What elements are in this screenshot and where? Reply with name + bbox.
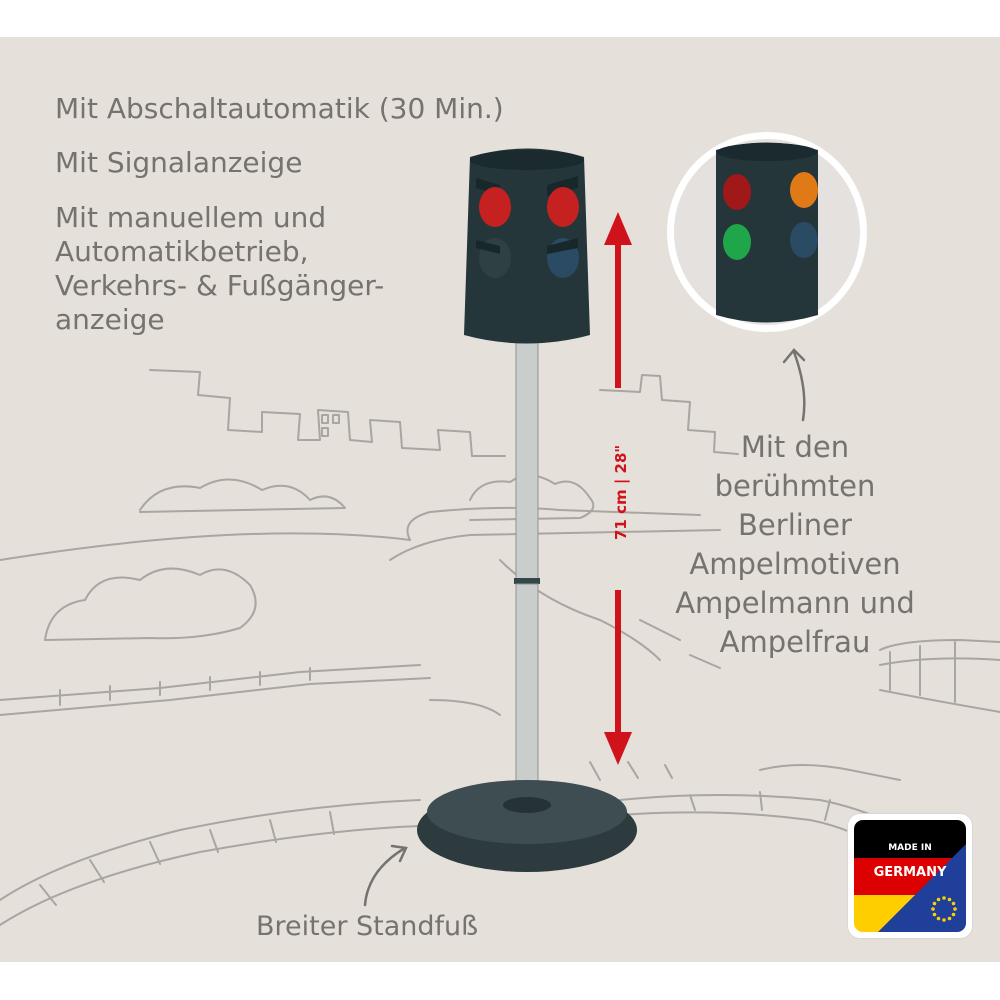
badge-line1: MADE IN: [888, 843, 932, 853]
pole-upper: [515, 341, 539, 583]
pole-lower: [515, 583, 539, 797]
inset-amber-lamp: [790, 172, 818, 208]
city-sketch: [0, 369, 1000, 926]
feature-auto-shutoff: Mit Abschaltautomatik (30 Min.): [55, 92, 504, 125]
feature-operating-modes: Mit manuellem und Automatikbetrieb, Verk…: [55, 201, 385, 336]
image-panel: 71 cm | 28" Mit Abschaltau: [0, 37, 1000, 962]
traffic-light: [417, 148, 637, 872]
inset-red-lamp: [723, 174, 751, 210]
callout-pointer: [782, 348, 806, 422]
dimension-label: 71 cm | 28": [612, 445, 631, 540]
inset-green-lamp: [723, 224, 751, 260]
base-label: Breiter Standfuß: [256, 911, 479, 942]
inset-dark-lamp: [790, 222, 818, 258]
red-lamp-right: [547, 187, 579, 227]
pole-joint: [514, 578, 540, 584]
inset-closeup: [667, 132, 867, 332]
red-lamp-left: [479, 187, 511, 227]
base-pointer: [363, 844, 408, 907]
scene: 71 cm | 28": [0, 132, 1000, 926]
badge-line2: GERMANY: [874, 865, 947, 880]
eu-stars-icon: [931, 896, 957, 922]
dimension-arrow: [604, 212, 632, 765]
made-in-germany-badge: MADE IN GERMANY: [848, 814, 972, 938]
feature-signal-display: Mit Signalanzeige: [55, 146, 303, 179]
badge-graphic: MADE IN GERMANY: [854, 820, 966, 932]
ampelmann-callout: Mit den berühmten Berliner Ampelmotiven …: [675, 430, 915, 659]
